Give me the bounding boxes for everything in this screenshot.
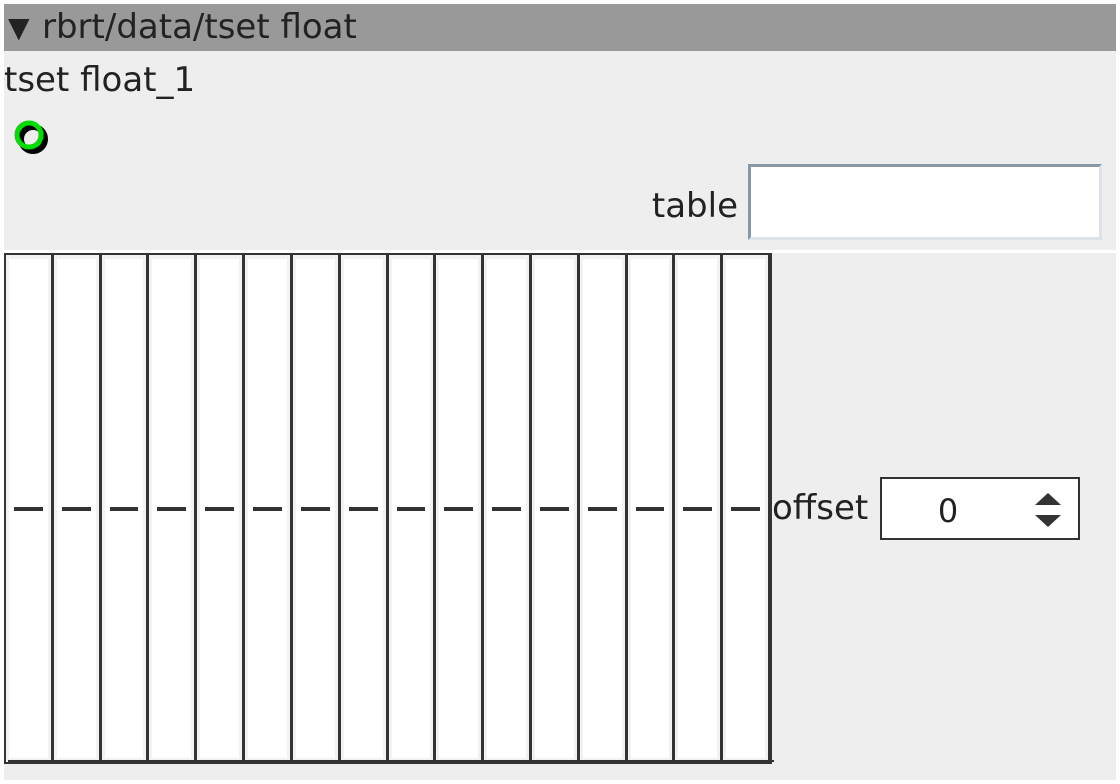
offset-value[interactable]: 0 (937, 492, 959, 530)
slider-7[interactable] (291, 255, 340, 762)
slider-handle[interactable] (444, 507, 474, 511)
slider-15[interactable] (674, 255, 723, 762)
slider-1[interactable] (6, 255, 53, 762)
slider-handle[interactable] (205, 507, 235, 511)
collapse-triangle-icon[interactable]: ▼ (8, 11, 30, 44)
status-led-icon (14, 120, 48, 154)
slider-12[interactable] (530, 255, 579, 762)
spinner-down-icon[interactable] (1035, 515, 1061, 527)
instance-name: tset float_1 (4, 60, 196, 100)
slider-handle[interactable] (587, 507, 617, 511)
slider-handle[interactable] (635, 507, 665, 511)
table-label: table (651, 186, 738, 226)
slider-10[interactable] (435, 255, 484, 762)
divider (4, 250, 1116, 253)
slider-handle[interactable] (109, 507, 139, 511)
spinner-up-icon[interactable] (1035, 493, 1061, 505)
slider-handle[interactable] (157, 507, 187, 511)
slider-11[interactable] (483, 255, 531, 762)
slider-array (4, 253, 774, 764)
slider-14[interactable] (626, 255, 675, 762)
slider-16[interactable] (722, 255, 770, 762)
slider-handle[interactable] (492, 507, 521, 511)
zero-line (8, 760, 774, 762)
node-panel: ▼ rbrt/data/tset float tset float_1 table… (4, 4, 1116, 780)
slider-13[interactable] (578, 255, 627, 762)
slider-8[interactable] (339, 255, 388, 762)
slider-5[interactable] (196, 255, 245, 762)
slider-handle[interactable] (396, 507, 426, 511)
node-header[interactable]: ▼ rbrt/data/tset float (4, 4, 1116, 51)
slider-handle[interactable] (253, 507, 282, 511)
offset-label: offset (772, 488, 869, 528)
node-path-title: rbrt/data/tset float (42, 7, 357, 47)
slider-handle[interactable] (61, 507, 91, 511)
slider-handle[interactable] (300, 507, 330, 511)
table-input[interactable] (748, 164, 1102, 240)
offset-spinner[interactable]: 0 (880, 477, 1080, 540)
slider-handle[interactable] (539, 507, 569, 511)
slider-handle[interactable] (731, 507, 760, 511)
slider-9[interactable] (387, 255, 436, 762)
slider-handle[interactable] (14, 507, 43, 511)
slider-4[interactable] (148, 255, 197, 762)
slider-handle[interactable] (683, 507, 713, 511)
slider-2[interactable] (52, 255, 101, 762)
slider-3[interactable] (100, 255, 149, 762)
slider-handle[interactable] (348, 507, 378, 511)
slider-6[interactable] (244, 255, 292, 762)
